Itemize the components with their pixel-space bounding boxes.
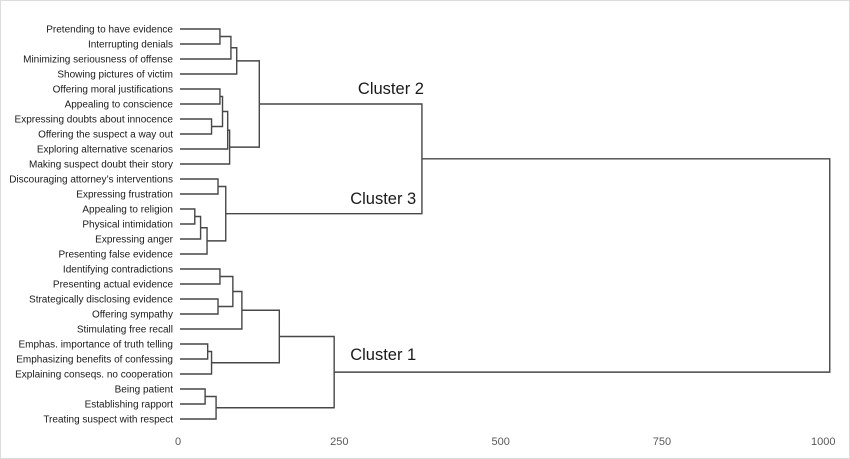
- x-axis-tick-label: 750: [653, 436, 671, 448]
- dendrogram-link: [180, 110, 229, 150]
- dendrogram-link: [180, 215, 202, 240]
- leaf-label: Emphas. importance of truth telling: [18, 340, 173, 351]
- leaf-label: Appealing to religion: [82, 205, 173, 216]
- dendrogram-link: [180, 388, 206, 405]
- leaf-label: Interrupting denials: [88, 40, 173, 51]
- x-axis-tick-label: 500: [491, 436, 509, 448]
- leaf-label: Establishing rapport: [85, 400, 174, 411]
- leaf-label: Strategically disclosing evidence: [29, 295, 173, 306]
- dendrogram-link: [180, 129, 231, 165]
- leaf-label: Presenting actual evidence: [53, 280, 174, 291]
- leaf-label: Physical intimidation: [82, 220, 173, 231]
- dendrogram-link: [180, 350, 213, 375]
- dendrogram-link: [180, 227, 208, 255]
- cluster-annotation: Cluster 1: [350, 346, 416, 364]
- dendrogram-link: [180, 208, 196, 225]
- dendrogram-link: [334, 158, 831, 373]
- leaf-label: Pretending to have evidence: [46, 25, 173, 36]
- x-axis-tick-label: 250: [330, 436, 348, 448]
- leaf-label: Expressing anger: [95, 235, 173, 246]
- leaf-label: Treating suspect with respect: [43, 415, 173, 426]
- leaf-label: Expressing doubts about innocence: [15, 115, 174, 126]
- cluster-annotation: Cluster 2: [358, 80, 424, 98]
- dendrogram-link: [180, 28, 221, 45]
- leaf-label: Offering the suspect a way out: [38, 130, 173, 141]
- cluster-annotation: Cluster 3: [350, 190, 416, 208]
- leaf-label: Presenting false evidence: [58, 250, 173, 261]
- dendrogram-link: [180, 35, 232, 60]
- leaf-label: Being patient: [115, 385, 174, 396]
- dendrogram-link: [180, 343, 209, 360]
- x-axis-tick-label: 1000: [811, 436, 835, 448]
- leaf-label: Appealing to conscience: [65, 100, 174, 111]
- dendrogram-link: [180, 118, 213, 135]
- leaf-label: Expressing frustration: [76, 190, 173, 201]
- leaf-label: Minimizing seriousness of offense: [23, 55, 173, 66]
- leaf-label: Making suspect doubt their story: [29, 160, 173, 171]
- dendrogram-link: [180, 298, 219, 315]
- dendrogram-link: [180, 268, 221, 285]
- dendrogram-link: [180, 178, 219, 195]
- leaf-label: Stimulating free recall: [77, 325, 173, 336]
- dendrogram-link: [180, 88, 221, 105]
- leaf-label: Emphasizing benefits of confessing: [16, 355, 173, 366]
- leaf-label: Explaining conseqs. no cooperation: [15, 370, 173, 381]
- dendrogram-link: [207, 185, 227, 242]
- dendrogram-link: [180, 47, 238, 75]
- dendrogram-link: [216, 335, 335, 409]
- leaf-label: Identifying contradictions: [63, 265, 173, 276]
- x-axis-tick-label: 0: [175, 436, 181, 448]
- dendrogram-link: [225, 103, 423, 215]
- leaf-label: Exploring alternative scenarios: [37, 145, 173, 156]
- dendrogram-link: [180, 395, 217, 420]
- dendrogram-link: [218, 275, 234, 308]
- leaf-label: Offering sympathy: [92, 310, 173, 321]
- leaf-label: Discouraging attorney’s interventions: [9, 175, 173, 186]
- leaf-label: Showing pictures of victim: [57, 70, 173, 81]
- dendrogram-link: [211, 95, 224, 128]
- dendrogram-link: [211, 309, 281, 364]
- leaf-label: Offering moral justifications: [53, 85, 173, 96]
